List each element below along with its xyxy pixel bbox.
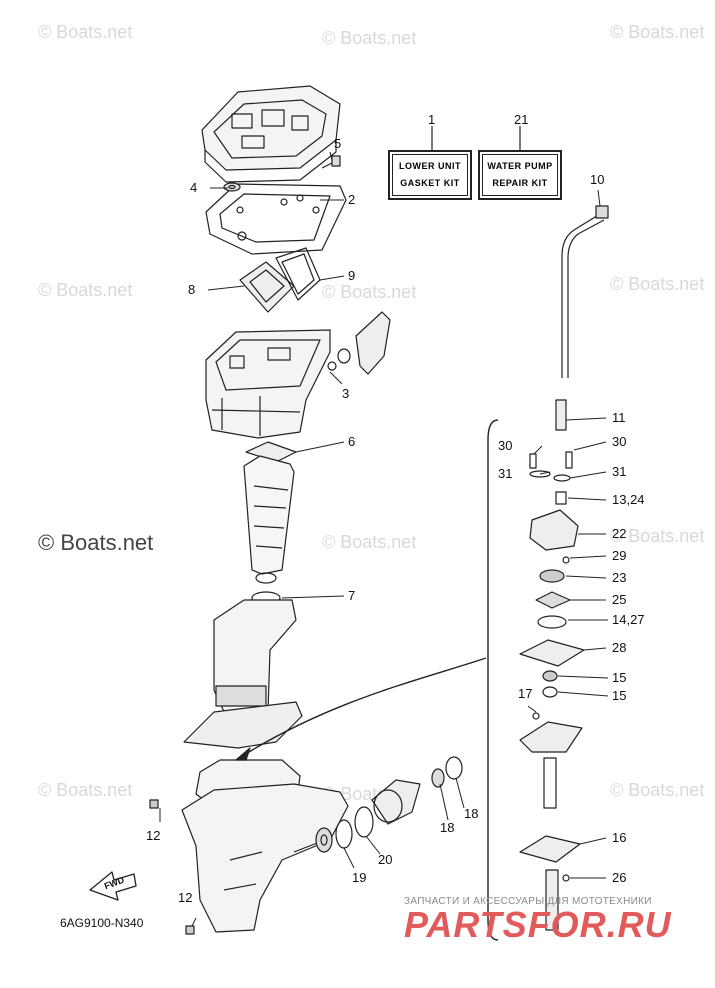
gasket-kit-box[interactable]: LOWER UNIT GASKET KIT: [388, 150, 472, 200]
callout-22[interactable]: 22: [612, 526, 627, 541]
watermark: © Boats.net: [38, 280, 133, 300]
callout-19[interactable]: 19: [352, 870, 367, 885]
promo-logo[interactable]: PARTSFOR.RU: [404, 904, 672, 945]
callout-10[interactable]: 10: [590, 172, 605, 187]
callout-3[interactable]: 3: [342, 386, 350, 401]
water-pump-kit-box[interactable]: WATER PUMP REPAIR KIT: [478, 150, 562, 200]
callout-13-24[interactable]: 13,24: [612, 492, 645, 507]
washer-part: [223, 182, 241, 192]
drawing-code: 6AG9100-N340: [60, 916, 144, 930]
callout-23[interactable]: 23: [612, 570, 627, 585]
upper-casing-part: [201, 85, 341, 183]
callout-31[interactable]: 31: [612, 464, 627, 479]
callout-9[interactable]: 9: [348, 268, 356, 283]
watermark: © Boats.net: [38, 22, 133, 42]
water-pump-kit-line1: WATER PUMP: [487, 161, 553, 171]
callout-7[interactable]: 7: [348, 588, 356, 603]
callout-8[interactable]: 8: [188, 282, 196, 297]
callout-21: 21: [514, 112, 529, 127]
callout-11[interactable]: 11: [612, 410, 626, 425]
callout-20[interactable]: 20: [378, 852, 393, 867]
water-tube-guide-part: [243, 455, 295, 584]
callout-14-27[interactable]: 14,27: [612, 612, 645, 627]
watermark: © Boats.net: [38, 780, 133, 800]
callout-16[interactable]: 16: [612, 830, 627, 845]
promo-tagline: ЗАПЧАСТИ И АКСЕССУАРЫ ДЛЯ МОТОТЕХНИКИ: [404, 896, 652, 907]
bearing-part: [315, 827, 333, 853]
lower-case-part: [181, 591, 349, 933]
gasket-part: [205, 183, 347, 255]
water-pump-parts: [519, 399, 585, 931]
callout-31[interactable]: 31: [498, 466, 513, 481]
callout-5[interactable]: 5: [334, 136, 342, 151]
callout-6[interactable]: 6: [348, 434, 356, 449]
callout-15[interactable]: 15: [612, 688, 627, 703]
callout-18[interactable]: 18: [440, 820, 455, 835]
callout-15[interactable]: 15: [612, 670, 627, 685]
callout-26[interactable]: 26: [612, 870, 627, 885]
callout-1: 1: [428, 112, 436, 127]
water-pump-kit-line2: REPAIR KIT: [492, 178, 548, 188]
watermark: © Boats.net: [610, 780, 705, 800]
extension-case-part: [205, 329, 331, 439]
fwd-arrow-icon: [89, 871, 137, 901]
screen-part: [239, 261, 295, 313]
watermark: © Boats.net: [610, 526, 705, 546]
watermark: © Boats.net: [610, 274, 705, 294]
callout-12[interactable]: 12: [146, 828, 161, 843]
watermark: © Boats.net: [610, 22, 705, 42]
outlet-part: [327, 311, 391, 375]
bolt-part: [321, 155, 341, 169]
water-tube-part: [561, 205, 609, 378]
callout-2[interactable]: 2: [348, 192, 356, 207]
watermark: © Boats.net: [322, 28, 417, 48]
callout-30[interactable]: 30: [612, 434, 627, 449]
callout-30[interactable]: 30: [498, 438, 513, 453]
gasket-kit-line2: GASKET KIT: [400, 178, 460, 188]
watermark: © Boats.net: [322, 282, 417, 302]
callout-28[interactable]: 28: [612, 640, 627, 655]
watermark-large: © Boats.net: [38, 530, 154, 555]
callout-25[interactable]: 25: [612, 592, 627, 607]
watermark: © Boats.net: [322, 532, 417, 552]
callout-29[interactable]: 29: [612, 548, 627, 563]
gasket-kit-line1: LOWER UNIT: [399, 161, 461, 171]
propeller-shaft-housing-part: [371, 756, 463, 825]
callout-18[interactable]: 18: [464, 806, 479, 821]
callout-17[interactable]: 17: [518, 686, 533, 701]
callout-4[interactable]: 4: [190, 180, 198, 195]
callout-12[interactable]: 12: [178, 890, 193, 905]
bolt-part: [149, 799, 195, 935]
